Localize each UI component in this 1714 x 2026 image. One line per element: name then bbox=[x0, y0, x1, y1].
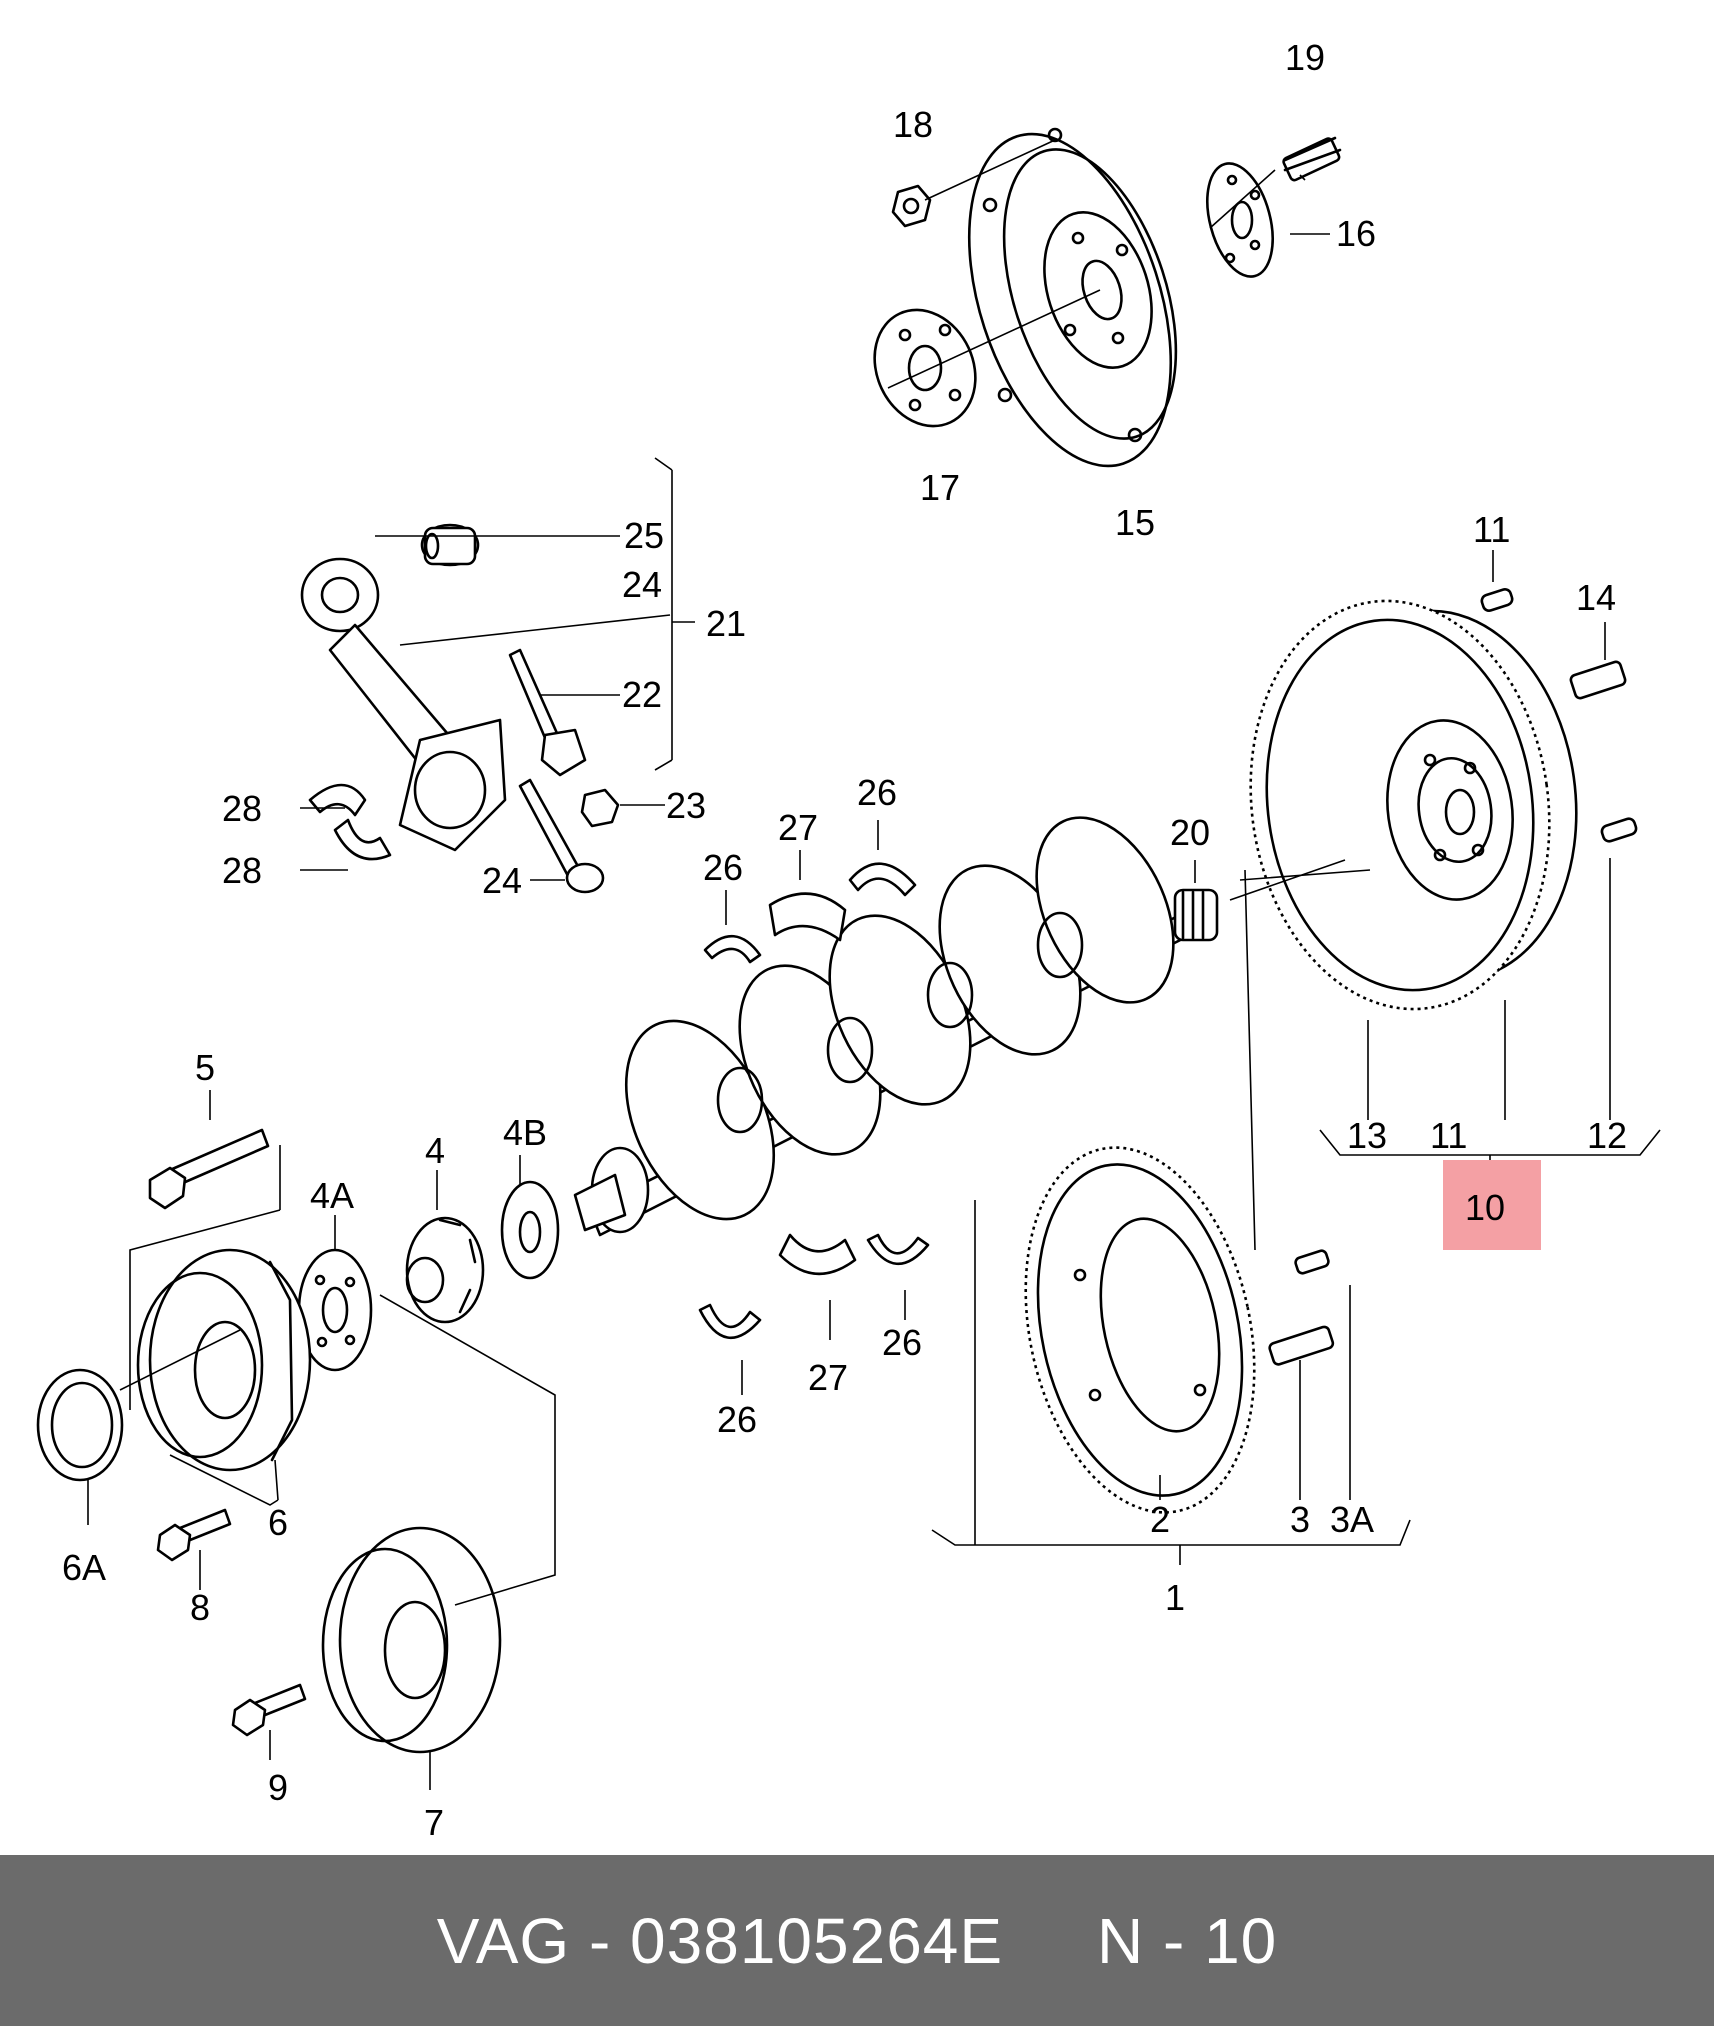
label-11-upper: 11 bbox=[1473, 509, 1510, 550]
highlight-box-part-10 bbox=[1443, 1160, 1541, 1250]
piston-pin-bush-part-25 bbox=[420, 523, 480, 567]
bolt-part-8 bbox=[156, 1508, 232, 1562]
label-16: 16 bbox=[1336, 213, 1376, 254]
label-7: 7 bbox=[424, 1802, 444, 1843]
label-24-upper: 24 bbox=[622, 564, 662, 605]
label-26-b: 26 bbox=[857, 772, 897, 813]
bearing-shell-part-28a bbox=[308, 783, 367, 817]
label-10: 10 bbox=[1465, 1187, 1505, 1228]
nut-part-18 bbox=[891, 184, 932, 228]
dowel-pin-part-12 bbox=[1600, 817, 1638, 843]
thrust-washer-part-26a bbox=[703, 934, 762, 964]
label-4A: 4A bbox=[310, 1175, 354, 1216]
connecting-rod-part-24 bbox=[300, 557, 507, 852]
label-5: 5 bbox=[195, 1047, 215, 1088]
exploded-parts-diagram: 19 18 16 17 15 25 24 21 22 23 24 28 28 1… bbox=[36, 37, 1661, 1843]
label-11-lower: 11 bbox=[1430, 1115, 1467, 1156]
dowel-pin-part-11 bbox=[1480, 588, 1514, 612]
main-bearing-shell-part-27a bbox=[768, 892, 847, 942]
label-2: 2 bbox=[1150, 1499, 1170, 1540]
bolt-part-9 bbox=[231, 1683, 307, 1737]
seal-part-6A bbox=[36, 1368, 124, 1482]
label-15: 15 bbox=[1115, 502, 1155, 543]
label-4B: 4B bbox=[503, 1112, 547, 1153]
thrust-washer-part-26d bbox=[866, 1233, 930, 1266]
label-26-c: 26 bbox=[717, 1399, 757, 1440]
label-19: 19 bbox=[1285, 37, 1325, 78]
washer-part-4B bbox=[500, 1180, 560, 1280]
label-6A: 6A bbox=[62, 1547, 106, 1588]
label-24-lower: 24 bbox=[482, 860, 522, 901]
bolt-part-14 bbox=[1569, 660, 1627, 700]
label-28-upper: 28 bbox=[222, 788, 262, 829]
thrust-washer-part-26b bbox=[848, 862, 917, 897]
label-13: 13 bbox=[1347, 1115, 1387, 1156]
bolt-part-5 bbox=[148, 1128, 270, 1210]
main-bearing-shell-part-27b bbox=[778, 1233, 857, 1276]
label-4: 4 bbox=[425, 1130, 445, 1171]
thrust-washer-part-26c bbox=[698, 1303, 762, 1339]
rod-bolt-part-24b bbox=[518, 778, 605, 894]
label-25: 25 bbox=[624, 515, 664, 556]
plate-part-4A bbox=[297, 1248, 373, 1372]
plate-part-16 bbox=[1206, 162, 1274, 278]
dowel-part-3A bbox=[1294, 1249, 1330, 1275]
label-12: 12 bbox=[1587, 1115, 1627, 1156]
label-20: 20 bbox=[1170, 812, 1210, 853]
label-8: 8 bbox=[190, 1587, 210, 1628]
rod-bolt-part-22 bbox=[508, 648, 587, 777]
rod-nut-part-23 bbox=[580, 788, 620, 828]
flexplate-part-15 bbox=[967, 127, 1178, 468]
label-17: 17 bbox=[920, 467, 960, 508]
vibration-damper-part-6 bbox=[136, 1248, 312, 1472]
bolt-part-3 bbox=[1268, 1325, 1335, 1366]
footer-bar: VAG - 038105264E N - 10 bbox=[0, 1855, 1714, 2026]
label-26-a: 26 bbox=[703, 847, 743, 888]
label-23: 23 bbox=[666, 785, 706, 826]
label-3: 3 bbox=[1290, 1499, 1310, 1540]
label-27-b: 27 bbox=[808, 1357, 848, 1398]
crank-sprocket-part-4 bbox=[405, 1216, 485, 1324]
bearing-shell-part-28b bbox=[333, 818, 392, 861]
label-21: 21 bbox=[706, 603, 746, 644]
bolt-part-19 bbox=[1282, 136, 1342, 182]
label-26-d: 26 bbox=[882, 1322, 922, 1363]
pulley-part-7 bbox=[321, 1526, 502, 1754]
part-number-caption: VAG - 038105264E N - 10 bbox=[436, 1904, 1278, 1977]
label-18: 18 bbox=[893, 104, 933, 145]
crankshaft bbox=[573, 816, 1202, 1237]
dual-mass-flywheel-part-10 bbox=[1249, 599, 1578, 1011]
label-28-lower: 28 bbox=[222, 850, 262, 891]
label-14: 14 bbox=[1576, 577, 1616, 618]
needle-bearing-part-20 bbox=[1173, 888, 1219, 942]
plate-part-17 bbox=[873, 308, 977, 428]
label-27-a: 27 bbox=[778, 807, 818, 848]
gear-ring-part-2 bbox=[1024, 1146, 1256, 1514]
label-1: 1 bbox=[1165, 1577, 1185, 1618]
label-6: 6 bbox=[268, 1502, 288, 1543]
label-3A: 3A bbox=[1330, 1499, 1374, 1540]
label-9: 9 bbox=[268, 1767, 288, 1808]
label-22: 22 bbox=[622, 674, 662, 715]
